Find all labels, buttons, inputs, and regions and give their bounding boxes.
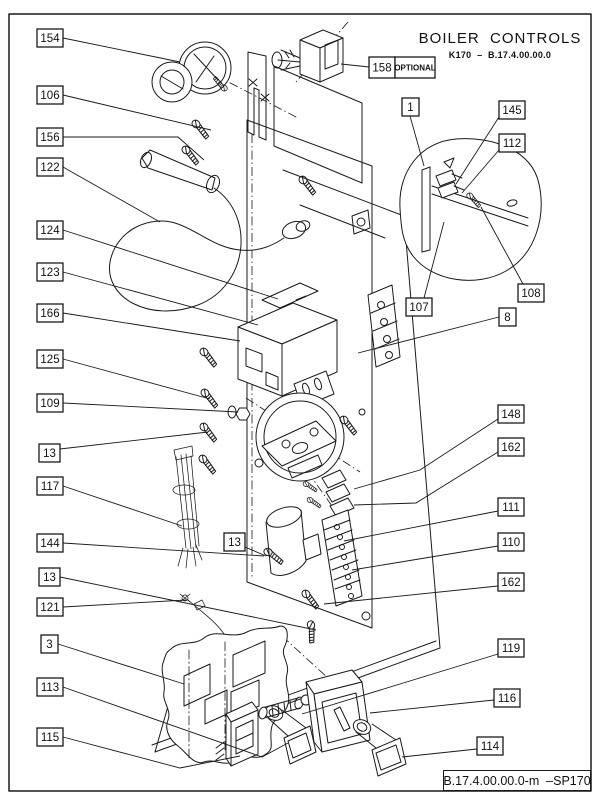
svg-text:117: 117 bbox=[41, 481, 59, 493]
callout-162-26: 162 bbox=[353, 437, 525, 506]
callout-166-6: 166 bbox=[36, 303, 241, 342]
terminal-strip bbox=[321, 509, 363, 607]
svg-text:1: 1 bbox=[407, 102, 413, 114]
lamp-holder-b bbox=[352, 719, 407, 777]
callout-114-32: 114 bbox=[401, 736, 504, 758]
drawing-number: B.17.4.00.00.0-m –SP170 bbox=[443, 773, 591, 788]
callout-116-31: 116 bbox=[369, 688, 521, 714]
mounting-panel bbox=[246, 119, 373, 629]
callout-162-29: 162 bbox=[323, 572, 525, 605]
rocker-switch bbox=[215, 701, 259, 767]
callout-124-4: 124 bbox=[36, 220, 279, 300]
page-frame bbox=[8, 13, 592, 792]
callout-156-2: 156 bbox=[36, 127, 205, 161]
callout-117-10: 117 bbox=[36, 476, 183, 527]
svg-text:3: 3 bbox=[46, 639, 52, 651]
callout-109-8: 109 bbox=[36, 393, 239, 413]
top-plate bbox=[247, 51, 363, 184]
svg-text:122: 122 bbox=[40, 162, 59, 174]
svg-text:162: 162 bbox=[501, 442, 520, 454]
callout-layer: 1541061561221241231661251091311714413121… bbox=[36, 28, 545, 769]
svg-text:13: 13 bbox=[43, 572, 56, 584]
svg-text:111: 111 bbox=[502, 502, 519, 514]
svg-text:162: 162 bbox=[501, 577, 520, 589]
svg-text:158: 158 bbox=[372, 63, 391, 75]
round-switch bbox=[227, 370, 345, 482]
callout-108-23: 108 bbox=[480, 206, 545, 303]
svg-text:145: 145 bbox=[502, 105, 521, 117]
callout-115-16: 115 bbox=[36, 727, 241, 769]
svg-text:113: 113 bbox=[41, 682, 59, 694]
drawing-number-box: B.17.4.00.00.0-m –SP170 bbox=[443, 770, 591, 791]
svg-text:166: 166 bbox=[40, 308, 59, 320]
optional-switch bbox=[271, 29, 344, 83]
callout-119-30: 119 bbox=[301, 638, 525, 715]
svg-text:115: 115 bbox=[41, 732, 59, 744]
svg-text:124: 124 bbox=[40, 225, 60, 237]
callout-113-15: 113 bbox=[36, 677, 289, 758]
svg-text:121: 121 bbox=[40, 602, 59, 614]
callout-13-17: 13 bbox=[223, 532, 267, 557]
svg-text:125: 125 bbox=[40, 354, 59, 366]
relay-box bbox=[237, 282, 401, 397]
diagram-subtitle: K170 – B.17.4.00.00.0 bbox=[448, 50, 552, 60]
callout-144-11: 144 bbox=[36, 533, 265, 557]
callout-125-7: 125 bbox=[36, 349, 211, 400]
svg-text:108: 108 bbox=[521, 288, 540, 300]
fuse-holder bbox=[258, 694, 312, 720]
capacitor bbox=[265, 506, 322, 576]
callout-122-3: 122 bbox=[36, 157, 161, 223]
svg-text:109: 109 bbox=[40, 398, 59, 410]
diagram-title: BOILER CONTROLS bbox=[418, 30, 582, 47]
callout-110-28: 110 bbox=[351, 532, 525, 571]
callout-3-14: 3 bbox=[40, 634, 185, 685]
callout-13-12: 13 bbox=[38, 567, 317, 631]
callout-145-20: 145 bbox=[455, 100, 526, 185]
svg-text:116: 116 bbox=[498, 693, 516, 705]
selector-switch bbox=[305, 669, 371, 753]
svg-text:OPTIONAL: OPTIONAL bbox=[394, 64, 435, 73]
callout-121-13: 121 bbox=[36, 597, 187, 617]
svg-text:110: 110 bbox=[502, 537, 520, 549]
capillary-probe bbox=[109, 149, 311, 312]
svg-text:119: 119 bbox=[502, 643, 520, 655]
callout-8-24: 8 bbox=[357, 307, 517, 354]
svg-text:114: 114 bbox=[481, 741, 500, 753]
wire-bundle bbox=[172, 445, 203, 569]
detail-inset bbox=[399, 138, 542, 281]
callout-106-1: 106 bbox=[36, 85, 212, 131]
svg-text:8: 8 bbox=[504, 312, 510, 324]
svg-text:148: 148 bbox=[501, 409, 520, 421]
callout-148-25: 148 bbox=[353, 404, 525, 490]
title-block: BOILER CONTROLS K170 – B.17.4.00.00.0 bbox=[415, 30, 585, 60]
callout-1-19: 1 bbox=[401, 97, 425, 167]
callout-111-27: 111 bbox=[343, 497, 525, 542]
svg-text:106: 106 bbox=[40, 90, 59, 102]
svg-text:156: 156 bbox=[40, 132, 59, 144]
plug-connectors bbox=[301, 469, 355, 517]
svg-text:107: 107 bbox=[409, 302, 428, 314]
callout-112-21: 112 bbox=[461, 133, 526, 194]
callout-154-0: 154 bbox=[36, 28, 181, 63]
dial-assembly bbox=[151, 41, 232, 103]
callout-123-5: 123 bbox=[36, 262, 259, 326]
svg-text:13: 13 bbox=[43, 448, 56, 460]
svg-text:123: 123 bbox=[40, 267, 59, 279]
svg-text:112: 112 bbox=[503, 138, 521, 150]
trim-bezel bbox=[161, 625, 290, 764]
svg-text:154: 154 bbox=[40, 33, 60, 45]
callout-13-9: 13 bbox=[38, 431, 209, 463]
svg-text:13: 13 bbox=[228, 537, 241, 549]
svg-text:144: 144 bbox=[40, 538, 60, 550]
callout-107-22: 107 bbox=[405, 221, 445, 317]
